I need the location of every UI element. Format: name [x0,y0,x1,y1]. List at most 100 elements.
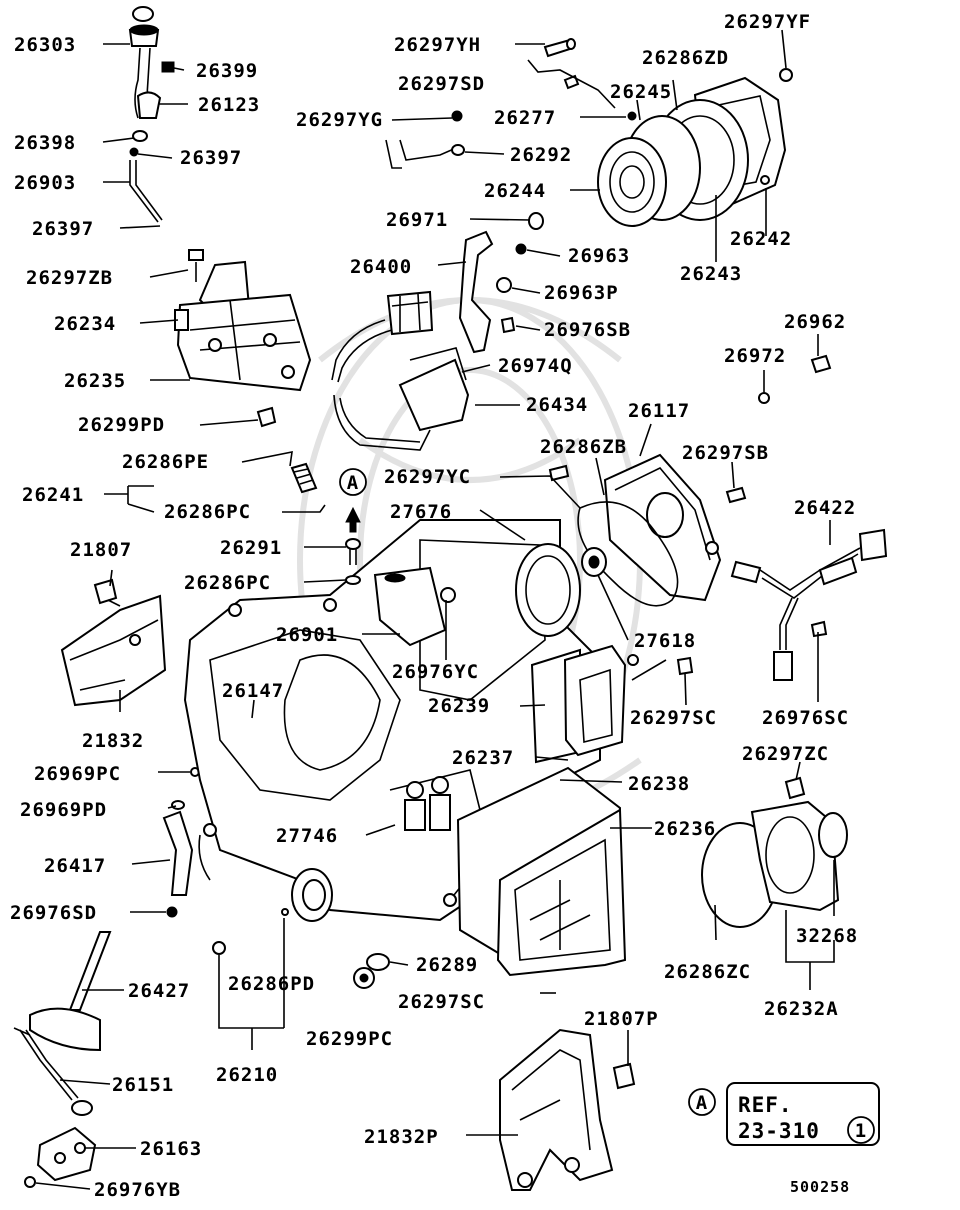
dipstick-assembly [128,6,175,223]
label-26297ZC: 26297ZC [742,743,829,765]
lever-shaft-assembly [13,931,112,1116]
label-26163: 26163 [140,1138,202,1160]
shim-27676 [515,543,581,637]
label-27746: 27746 [276,825,338,847]
label-26976SC: 26976SC [762,707,849,729]
label-26297YG: 26297YG [296,109,383,131]
label-32268: 32268 [796,925,858,947]
label-26901: 26901 [276,624,338,646]
ref-box-circled: 1 [855,1120,867,1142]
label-26242: 26242 [730,228,792,250]
label-26286ZD: 26286ZD [642,47,729,69]
label-26976YC: 26976YC [392,661,479,683]
label-26286PC: 26286PC [164,501,251,523]
bolt-26297YH [543,38,580,90]
label-26969PC: 26969PC [34,763,121,785]
label-26297YF: 26297YF [724,11,811,33]
label-26239: 26239 [428,695,490,717]
label-26976SD: 26976SD [10,902,97,924]
label-26117: 26117 [628,400,690,422]
label-26234: 26234 [54,313,116,335]
ref-marker-a: A [339,468,367,496]
label-26976YB: 26976YB [94,1179,181,1201]
label-26235: 26235 [64,370,126,392]
plug-26962 [758,354,832,404]
label-26903: 26903 [14,172,76,194]
harness-bracket-26292 [385,110,465,169]
label-26243: 26243 [680,263,742,285]
label-26286PC: 26286PC [184,572,271,594]
label-26286PE: 26286PE [122,451,209,473]
ref-box-marker: A [696,1092,708,1114]
label-26398: 26398 [14,132,76,154]
label-26962: 26962 [784,311,846,333]
adapter-26232A [701,776,848,928]
label-26237: 26237 [452,747,514,769]
label-27676: 27676 [390,501,452,523]
washer-26277 [627,111,637,121]
label-21832P: 21832P [364,1126,439,1148]
label-26238: 26238 [628,773,690,795]
label-26297YH: 26297YH [394,34,481,56]
label-26422: 26422 [794,497,856,519]
bracket-21832 [60,578,167,707]
front-cover-26117 [603,453,722,602]
label-26397: 26397 [180,147,242,169]
leader-lines [35,29,835,1190]
label-26297SC: 26297SC [630,707,717,729]
label-26434: 26434 [526,394,588,416]
label-26123: 26123 [198,94,260,116]
label-26427: 26427 [128,980,190,1002]
ref-box-line1: REF. [738,1093,793,1117]
oil-pan-26236 [456,766,627,977]
label-26974Q: 26974Q [498,355,573,377]
plug-26299PC [353,953,390,989]
side-cover-26239 [530,644,639,764]
label-26286PD: 26286PD [228,973,315,995]
label-26236: 26236 [654,818,716,840]
label-26291: 26291 [220,537,282,559]
label-26297SC: 26297SC [398,991,485,1013]
label-26241: 26241 [22,484,84,506]
label-26400: 26400 [350,256,412,278]
label-26286ZB: 26286ZB [540,436,627,458]
label-26292: 26292 [510,144,572,166]
plugs-26210 [212,941,226,955]
clamp-26163 [24,1126,97,1188]
lever-26400 [458,212,544,354]
extension-housing-26244 [597,137,667,227]
bolt-26291 [345,506,361,585]
label-26147: 26147 [222,680,284,702]
label-26976SB: 26976SB [544,319,631,341]
label-26289: 26289 [416,954,478,976]
label-26417: 26417 [44,855,106,877]
label-26963: 26963 [568,245,630,267]
ref-marker-a-text: A [347,472,359,494]
label-26232A: 26232A [764,998,839,1020]
bracket-26417 [162,767,211,918]
label-27618: 27618 [634,630,696,652]
bracket-26901 [373,566,456,647]
speed-sensor-26422 [730,528,888,681]
reference-box: A REF. 23-310 1 [688,1082,880,1146]
label-21832: 21832 [82,730,144,752]
label-26297SD: 26297SD [398,73,485,95]
label-26397: 26397 [32,218,94,240]
ref-box-line2: 23-310 [738,1119,820,1143]
oil-seal-27746 [281,868,333,922]
label-26963P: 26963P [544,282,619,304]
label-21807: 21807 [70,539,132,561]
label-26399: 26399 [196,60,258,82]
label-26971: 26971 [386,209,448,231]
label-26245: 26245 [610,81,672,103]
part-labels: 26303 26399 26123 26398 26397 26903 2639… [10,11,858,1201]
switch-wiring-26434 [331,290,470,451]
seal-27618 [581,547,607,577]
mount-bracket-assembly [174,249,312,428]
plug-spring [290,462,318,494]
label-26297SB: 26297SB [682,442,769,464]
bracket-21832P [499,1028,636,1191]
label-26286ZC: 26286ZC [664,961,751,983]
